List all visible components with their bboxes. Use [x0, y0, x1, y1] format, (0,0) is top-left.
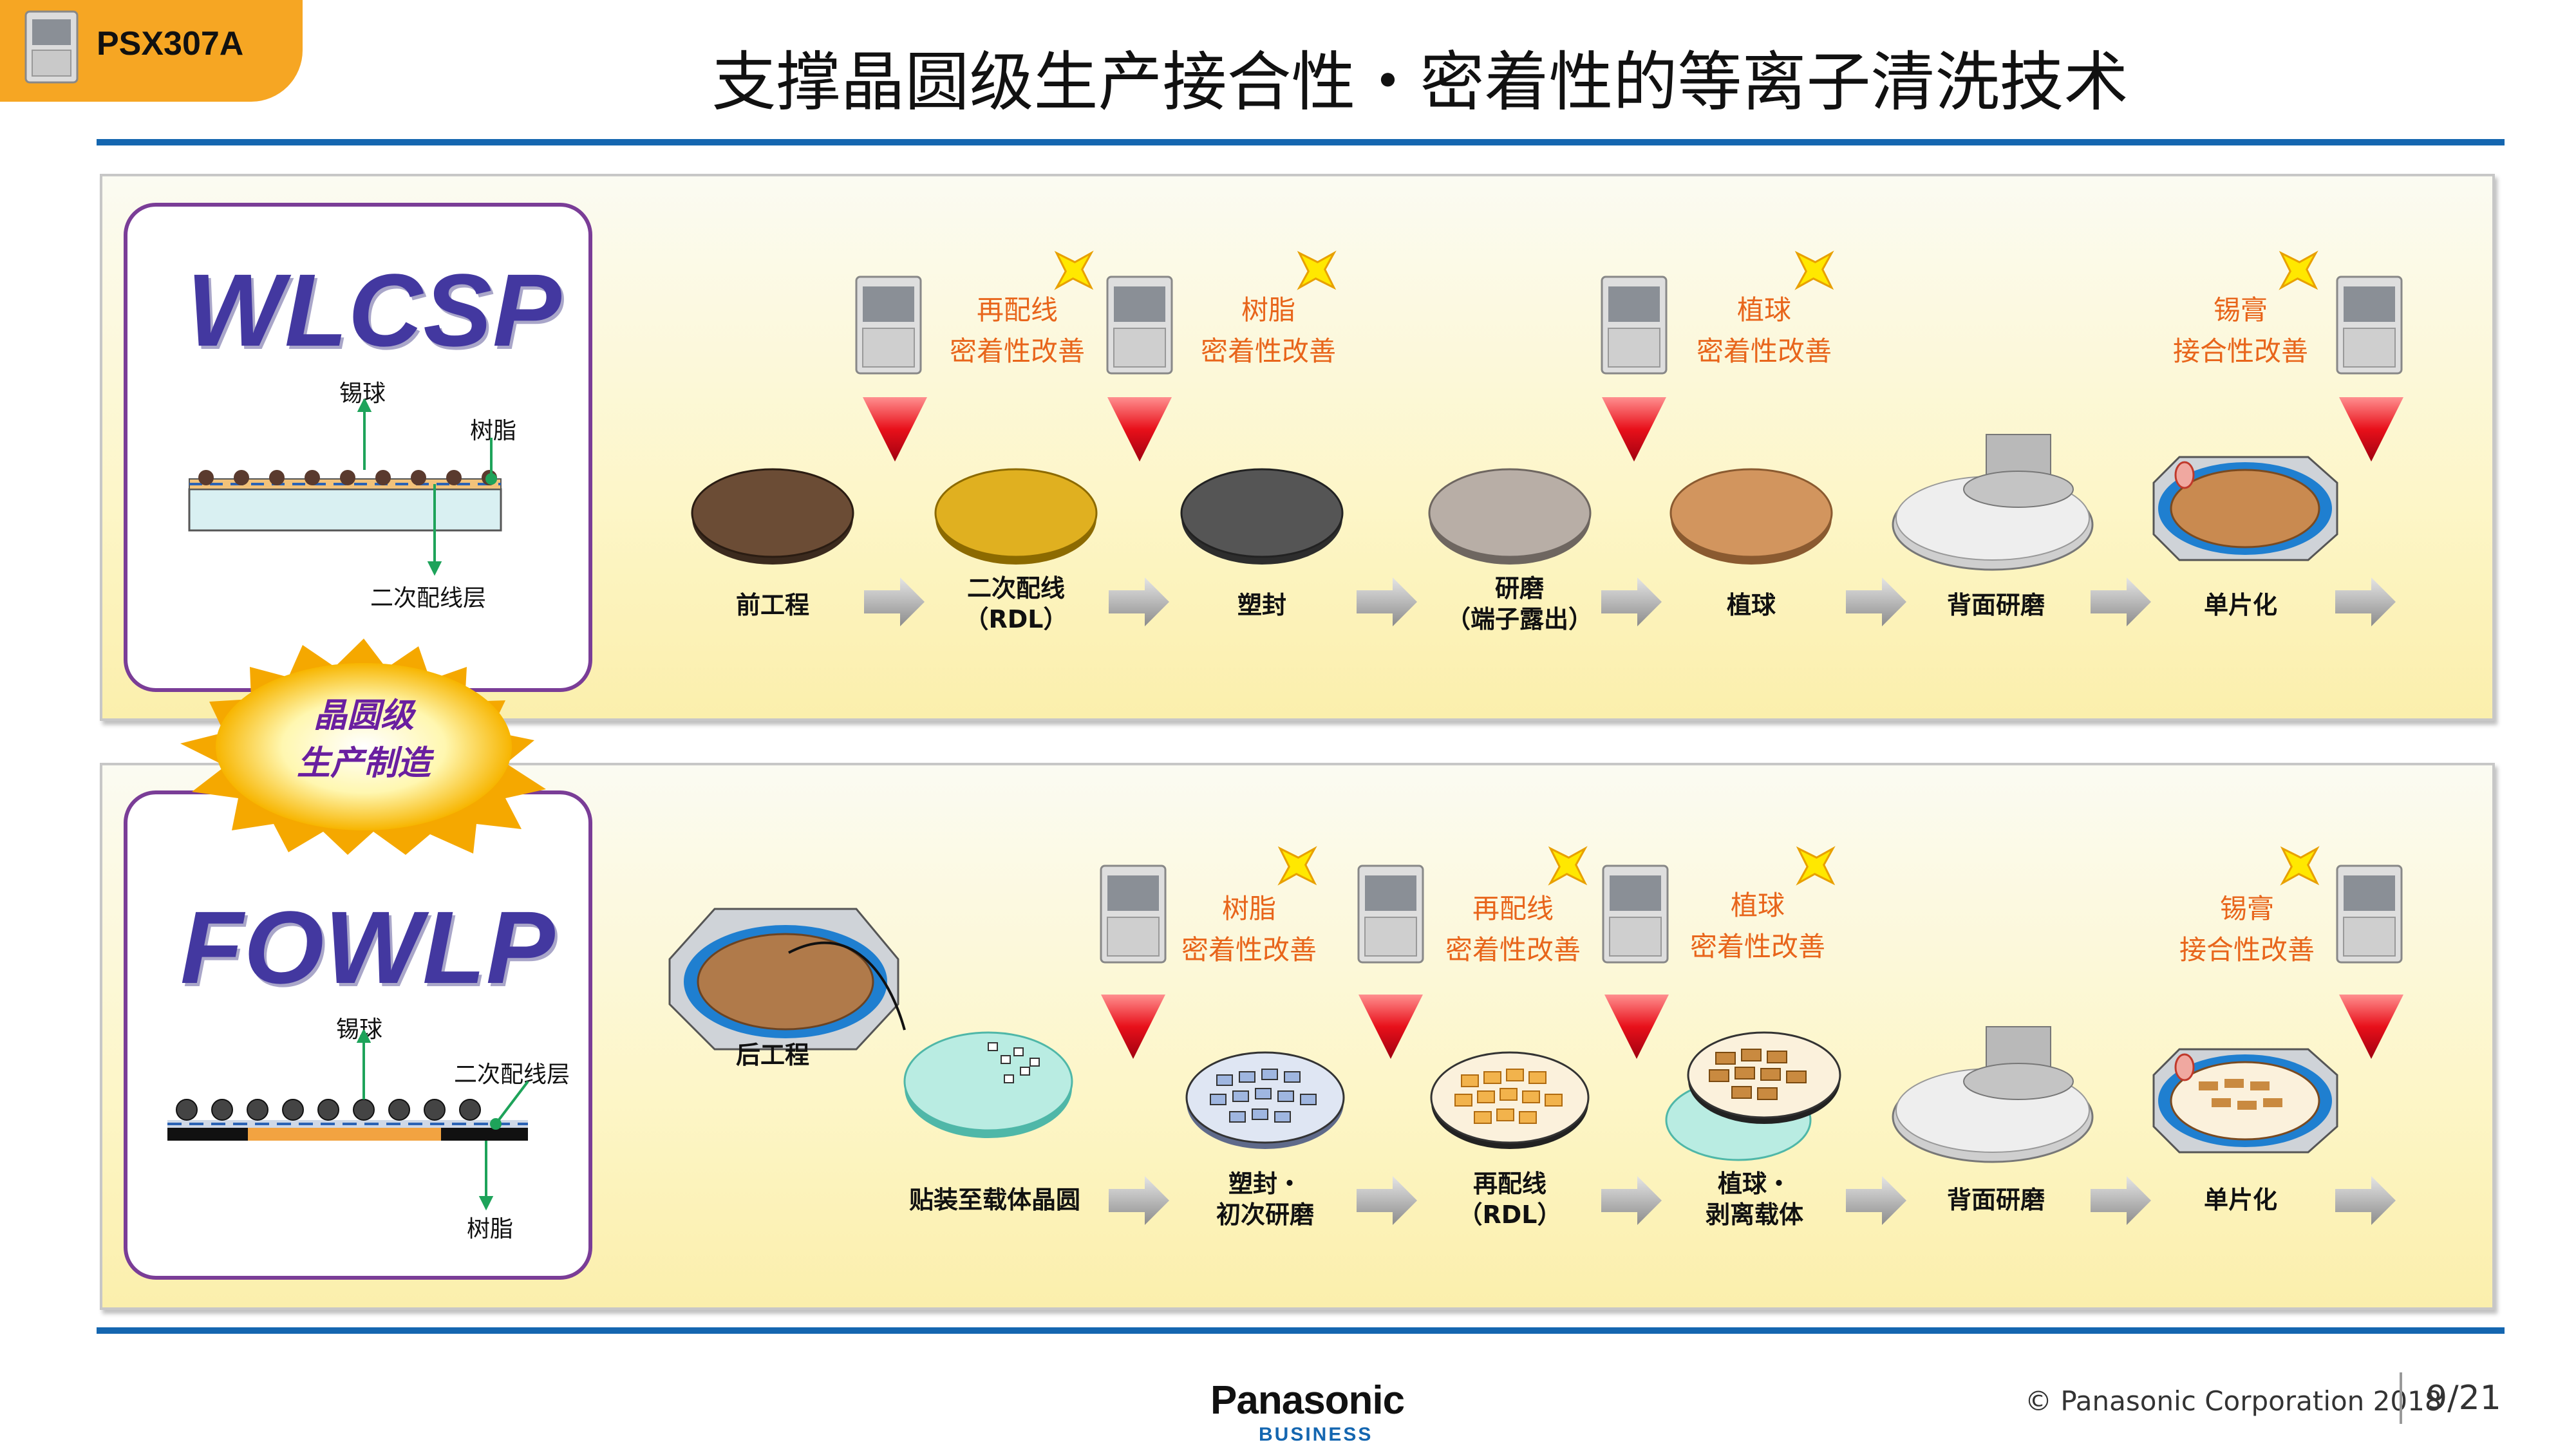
fowlp-process-marker	[2339, 995, 2403, 1059]
sparkle-icon	[1277, 846, 1317, 886]
fowlp-process-marker	[1359, 995, 1423, 1059]
fowlp-step-2: 贴装至载体晶圆	[908, 1186, 1080, 1214]
wlcsp-step-7: 单片化	[2203, 591, 2277, 619]
plasma-machine-icon	[1601, 276, 1668, 375]
wlcsp-step-1: 前工程	[735, 591, 809, 619]
plasma-machine-icon	[24, 10, 79, 84]
flow-arrow-icon	[2335, 577, 2396, 626]
fowlp-diagram-frame	[124, 790, 592, 1280]
plasma-machine-icon	[1106, 276, 1173, 375]
model-tag-label: PSX307A	[97, 25, 244, 62]
wlcsp-step-6: 背面研磨	[1946, 591, 2045, 619]
bottom-rule	[97, 1327, 2505, 1334]
fowlp-backgrind-tool	[1892, 1026, 2094, 1163]
sparkle-icon	[1548, 846, 1588, 886]
wlcsp-improvement-4: 锡膏 接合性改善	[2172, 294, 2308, 367]
brand-logo: Panasonic	[1210, 1378, 1405, 1423]
wafer-level-badge	[180, 639, 546, 855]
wlcsp-title: WLCSP	[187, 252, 562, 368]
wlcsp-process-marker	[1602, 397, 1666, 462]
wlcsp-backgrind-tool	[1892, 434, 2094, 571]
wlcsp-wafer-rdl	[934, 468, 1098, 565]
plasma-machine-icon	[855, 276, 922, 375]
fowlp-step-3: 塑封・ 初次研磨	[1216, 1170, 1314, 1229]
wlcsp-step-2: 二次配线 （RDL）	[964, 574, 1068, 633]
plasma-machine-icon	[1602, 865, 1669, 964]
flow-arrow-icon	[2335, 1176, 2396, 1225]
fowlp-backend-wafer	[668, 908, 906, 1051]
plasma-machine-icon	[1357, 865, 1424, 964]
fowlp-improvement-2: 再配线 密着性改善	[1445, 893, 1581, 966]
fowlp-step-1: 后工程	[735, 1041, 809, 1069]
badge-line-2: 生产制造	[296, 744, 431, 783]
wlcsp-wafer-front	[691, 468, 854, 565]
fowlp-process-marker	[1101, 995, 1165, 1059]
brand-sub: BUSINESS	[1259, 1424, 1373, 1445]
flow-arrow-icon	[1357, 1176, 1417, 1225]
fowlp-carrier-wafer	[903, 1031, 1073, 1138]
fowlp-dicing-frame	[2152, 1048, 2338, 1154]
fowlp-wafer-mold	[1185, 1051, 1345, 1149]
wlcsp-process-marker	[863, 397, 927, 462]
wlcsp-step-5: 植球	[1726, 591, 1776, 619]
fowlp-step-4: 再配线 （RDL）	[1458, 1170, 1562, 1229]
sparkle-icon	[2280, 846, 2320, 886]
wlcsp-improvement-2: 树脂 密着性改善	[1200, 294, 1336, 367]
badge-text: 晶圆级 生产制造	[258, 692, 470, 787]
fowlp-improvement-4: 锡膏 接合性改善	[2179, 893, 2315, 966]
top-rule	[97, 139, 2505, 145]
wlcsp-wafer-mold	[1180, 468, 1344, 565]
flow-arrow-icon	[1109, 1176, 1169, 1225]
wlcsp-process-marker	[2339, 397, 2403, 462]
wlcsp-improvement-1: 再配线 密着性改善	[949, 294, 1085, 367]
wlcsp-step-3: 塑封	[1237, 591, 1286, 619]
plasma-machine-icon	[2336, 865, 2403, 964]
flow-arrow-icon	[1109, 577, 1169, 626]
flow-arrow-icon	[2091, 577, 2151, 626]
fowlp-cross-section	[167, 1030, 529, 1211]
fowlp-process-marker	[1604, 995, 1669, 1059]
flow-arrow-icon	[1846, 577, 1906, 626]
wlcsp-improvement-3: 植球 密着性改善	[1696, 294, 1832, 367]
wlcsp-wafer-grind	[1428, 468, 1592, 565]
fowlp-wafer-rdl	[1430, 1051, 1590, 1149]
fowlp-wafer-ball-debond	[1665, 1031, 1841, 1161]
badge-line-1: 晶圆级	[313, 696, 414, 735]
footer-divider	[2400, 1372, 2402, 1424]
fowlp-title: FOWLP	[180, 890, 556, 1005]
flow-arrow-icon	[1846, 1176, 1906, 1225]
flow-arrow-icon	[864, 577, 925, 626]
fowlp-improvement-3: 植球 密着性改善	[1689, 890, 1825, 962]
wlcsp-wafer-ball	[1669, 468, 1833, 565]
fowlp-step-5: 植球・ 剥离载体	[1705, 1170, 1803, 1229]
wlcsp-process-marker	[1107, 397, 1172, 462]
plasma-machine-icon	[2336, 276, 2403, 375]
fowlp-label-resin: 树脂	[467, 1216, 514, 1242]
fowlp-step-7: 单片化	[2203, 1186, 2277, 1214]
fowlp-improvement-1: 树脂 密着性改善	[1181, 893, 1317, 966]
wlcsp-cross-section	[188, 399, 502, 576]
fowlp-step-6: 背面研磨	[1946, 1186, 2045, 1214]
sparkle-icon	[1796, 846, 1836, 886]
plasma-machine-icon	[1100, 865, 1167, 964]
flow-arrow-icon	[1601, 577, 1662, 626]
flow-arrow-icon	[2091, 1176, 2151, 1225]
copyright: © Panasonic Corporation 2018	[2025, 1385, 2442, 1417]
sparkle-icon	[1794, 250, 1834, 290]
sparkle-icon	[2279, 250, 2318, 290]
page-number: 9/21	[2426, 1379, 2501, 1417]
page-title: 支撑晶圆级生产接合性・密着性的等离子清洗技术	[711, 44, 2129, 120]
flow-arrow-icon	[1601, 1176, 1662, 1225]
wlcsp-dicing-frame	[2152, 456, 2338, 561]
fowlp-label-rdl: 二次配线层	[454, 1061, 570, 1088]
wlcsp-step-4: 研磨 （端子露出）	[1445, 574, 1593, 633]
sparkle-icon	[1054, 250, 1094, 290]
wlcsp-label-resin: 树脂	[470, 418, 517, 444]
sparkle-icon	[1297, 250, 1337, 290]
flow-arrow-icon	[1357, 577, 1417, 626]
wlcsp-label-rdl: 二次配线层	[370, 585, 487, 612]
